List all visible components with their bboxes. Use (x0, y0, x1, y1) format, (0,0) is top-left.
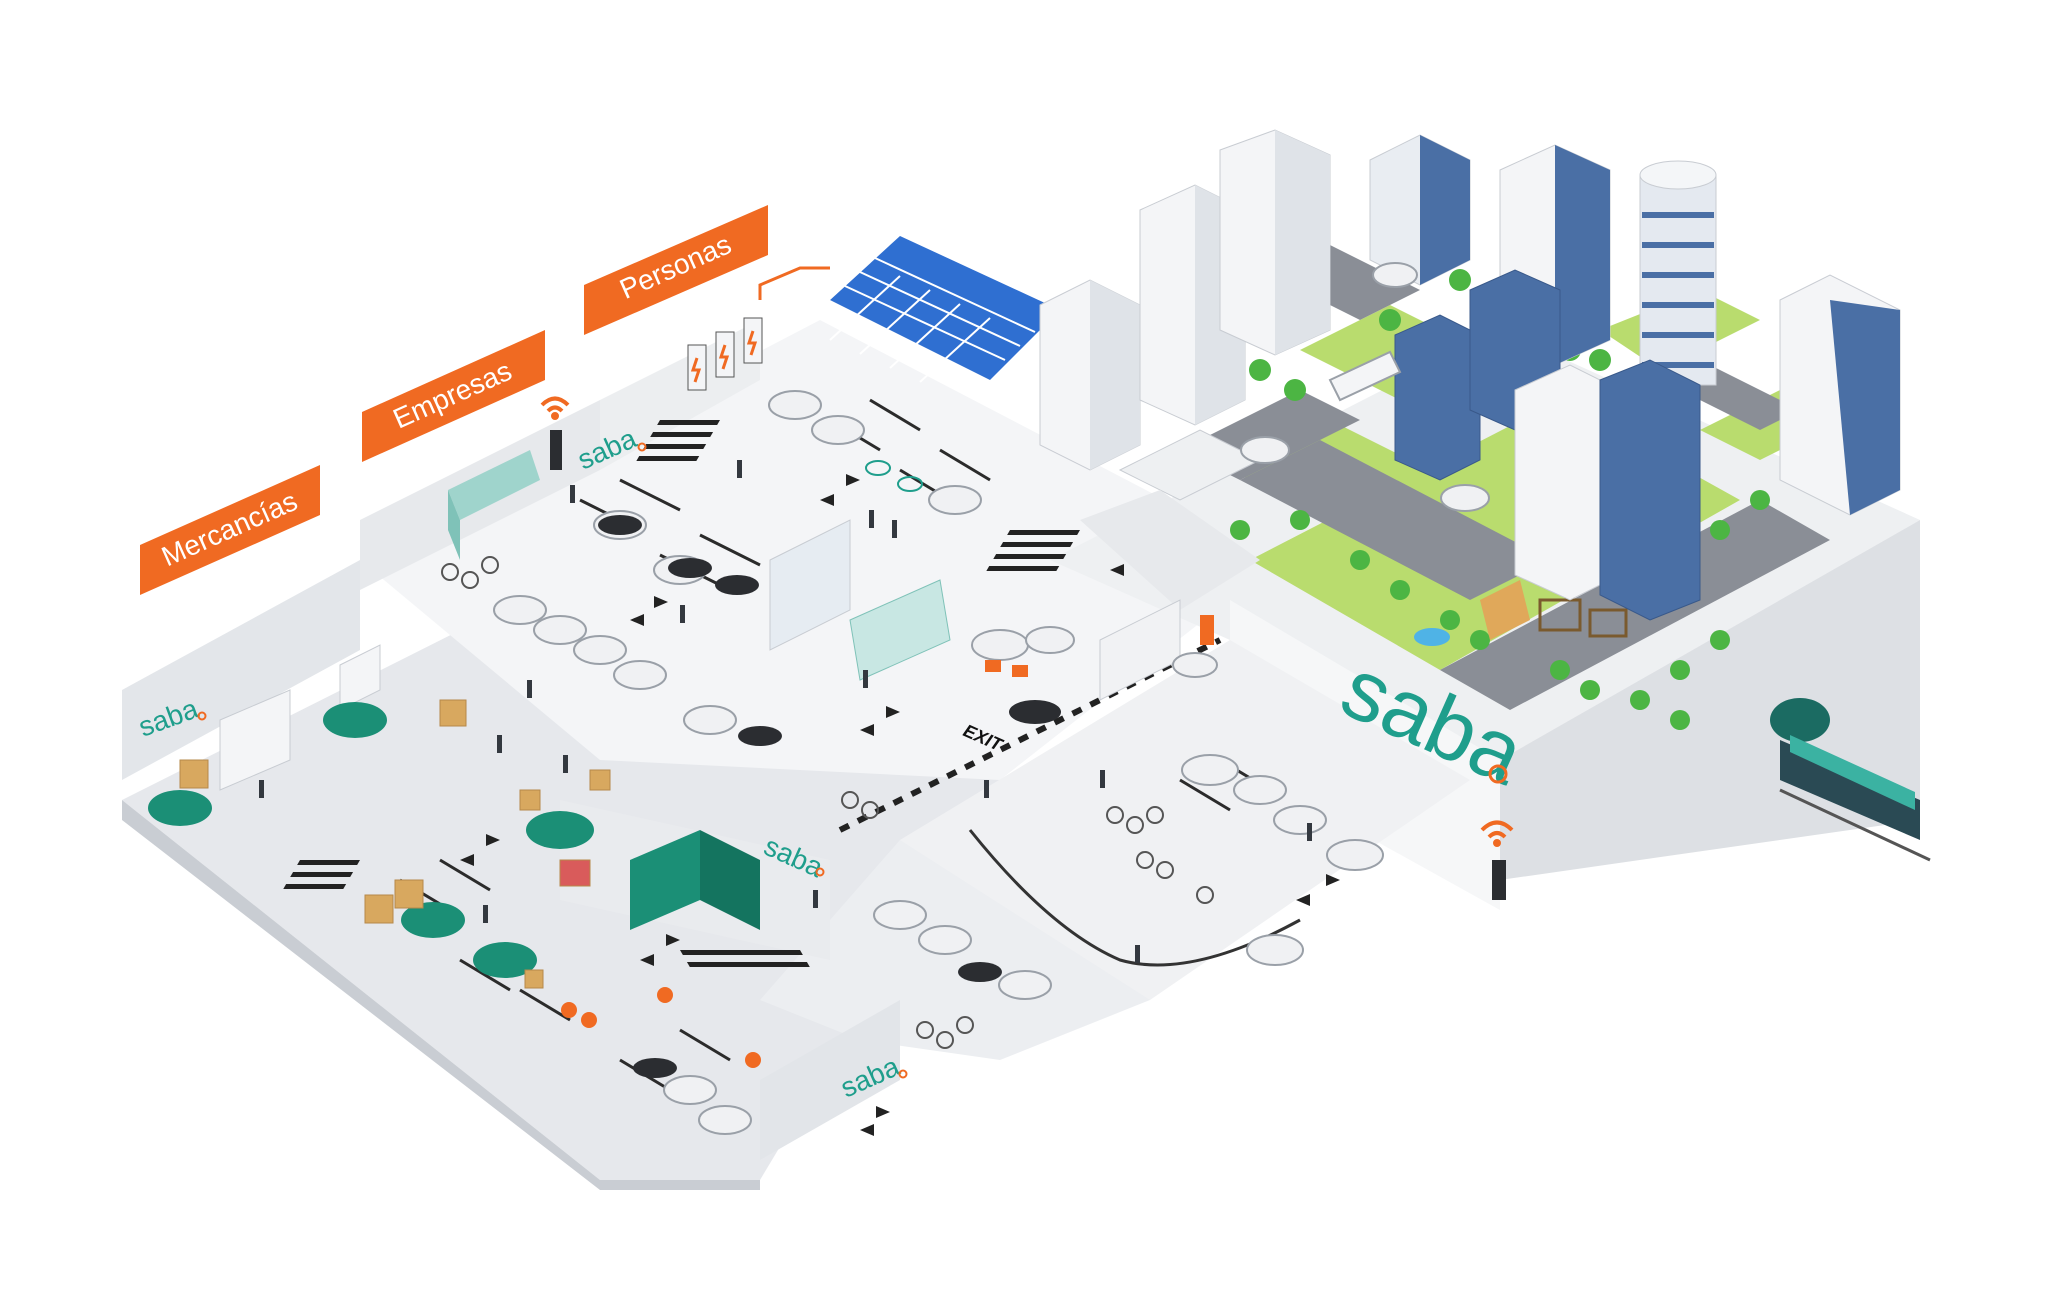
direction-arrow-icon (460, 474, 1340, 1136)
vehicles-dark (598, 515, 1061, 1078)
lightning-icon (690, 357, 702, 383)
ev-charger-cluster (687, 266, 830, 391)
wifi-pole (550, 430, 562, 470)
bike-path (968, 829, 1301, 967)
scooters-orange (561, 615, 1214, 1068)
metro-train (1770, 698, 1931, 862)
tag-mercancias: Mercancías (140, 465, 320, 595)
delivery-bus (1328, 350, 1402, 402)
pedestrians (259, 460, 1312, 963)
playground (1414, 580, 1628, 646)
crosswalks (283, 420, 1080, 967)
wifi-pole (1492, 860, 1506, 900)
bicycle-racks (441, 556, 1214, 1049)
kiosks-and-lockers (219, 450, 951, 930)
vehicles-teal-vans (148, 702, 594, 978)
cargo-boxes (179, 699, 611, 989)
wifi-icon (1480, 820, 1514, 847)
city-buildings (1039, 129, 1901, 621)
tag-personas: Personas (584, 205, 768, 335)
lightning-icon (718, 344, 730, 370)
wifi-icon (540, 396, 570, 420)
ev-charging-icon (865, 460, 923, 492)
solar-panel-array (799, 236, 1060, 383)
exit-ramp (1080, 429, 1262, 701)
lightning-icon (746, 330, 758, 356)
